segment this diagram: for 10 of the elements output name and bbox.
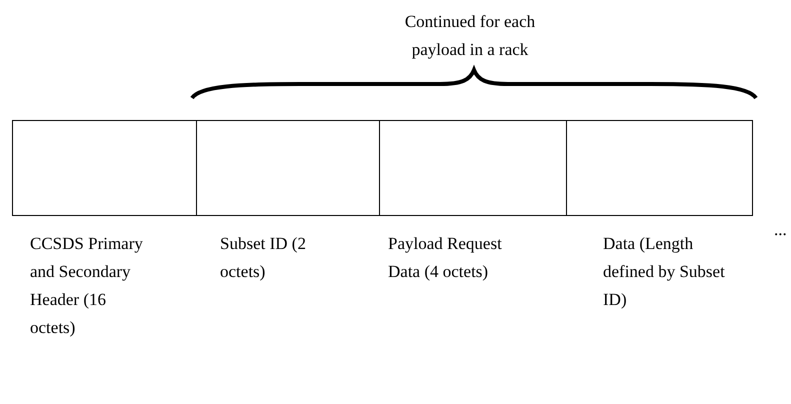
field-box (196, 120, 380, 216)
brace-caption: Continued for each payload in a rack (404, 11, 536, 61)
field-box (566, 120, 753, 216)
ellipsis: ... (774, 219, 787, 241)
field-box (12, 120, 197, 216)
field-label: Data (Length defined by Subset ID) (603, 233, 726, 311)
field-label: Subset ID (2 octets) (220, 233, 307, 283)
field-label: Payload Request Data (4 octets) (388, 233, 503, 283)
field-label: CCSDS Primary and Secondary Header (16 octets) (30, 233, 144, 339)
field-box (378, 120, 567, 216)
